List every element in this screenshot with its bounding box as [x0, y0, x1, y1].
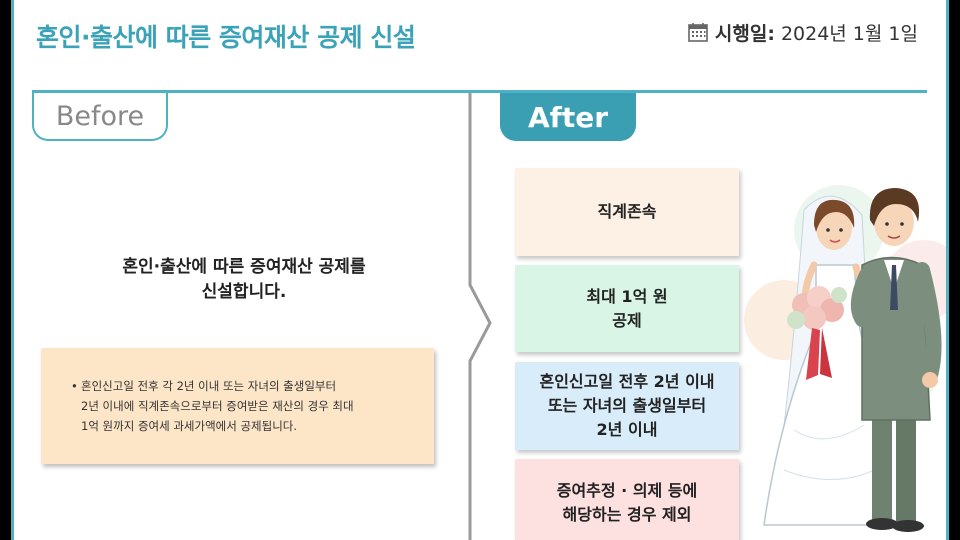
- wedding-couple-illustration: [744, 185, 946, 532]
- box4-line-1: 증여추정 · 의제 등에: [556, 481, 698, 500]
- before-main-line-1: 혼인·출산에 따른 증여재산 공제를: [122, 257, 366, 277]
- after-box-exclusion: 증여추정 · 의제 등에 해당하는 경우 제외: [515, 459, 739, 540]
- box1-line-1: 직계존속: [597, 202, 657, 221]
- left-edge-line: [11, 0, 14, 540]
- note-line-1: 혼인신고일 전후 각 2년 이내 또는 자녀의 출생일부터: [81, 379, 337, 393]
- after-tab: After: [500, 93, 636, 141]
- calendar-icon: [688, 23, 708, 42]
- box3-line-1: 혼인신고일 전후 2년 이내: [539, 372, 715, 391]
- box4-line-2: 해당하는 경우 제외: [562, 505, 692, 524]
- effective-date-value: 2024년 1월 1일: [780, 22, 918, 45]
- box3-line-3: 2년 이내: [596, 420, 658, 439]
- after-box-amount: 최대 1억 원 공제: [515, 265, 739, 352]
- note-bullet: •: [71, 379, 78, 393]
- before-main-line-2: 신설합니다.: [201, 282, 287, 302]
- before-tab: Before: [32, 93, 168, 141]
- effective-date: 시행일: 2024년 1월 1일: [687, 18, 918, 46]
- header-rule: [32, 90, 927, 93]
- before-note: • 혼인신고일 전후 각 2년 이내 또는 자녀의 출생일부터 2년 이내에 직…: [41, 348, 434, 464]
- box2-line-2: 공제: [612, 310, 642, 330]
- note-line-2: 2년 이내에 직계존속으로부터 증여받은 재산의 경우 최대: [81, 399, 354, 413]
- effective-separator: :: [767, 22, 775, 45]
- before-main-text: 혼인·출산에 따른 증여재산 공제를 신설합니다.: [54, 255, 434, 305]
- after-box-relation: 직계존속: [515, 168, 739, 256]
- right-edge-line: [946, 0, 949, 540]
- page-title: 혼인·출산에 따른 증여재산 공제 신설: [36, 23, 416, 52]
- after-box-period: 혼인신고일 전후 2년 이내 또는 자녀의 출생일부터 2년 이내: [515, 362, 739, 450]
- box2-line-1: 최대 1억 원: [586, 286, 668, 306]
- chevron-right-divider: [468, 93, 492, 540]
- box3-line-2: 또는 자녀의 출생일부터: [547, 396, 707, 415]
- note-line-3: 1억 원까지 증여세 과세가액에서 공제됩니다.: [81, 419, 298, 433]
- effective-label: 시행일: [714, 22, 768, 45]
- slide: 혼인·출산에 따른 증여재산 공제 신설 시행일: 2024년 1월 1일 Be…: [14, 0, 946, 540]
